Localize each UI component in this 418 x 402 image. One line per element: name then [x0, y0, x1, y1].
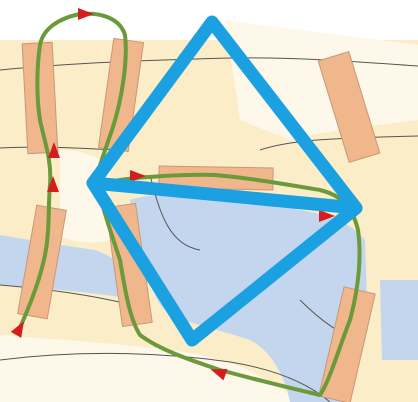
- walking-route: [16, 11, 362, 397]
- boundary-line-mid-right: [259, 135, 418, 151]
- boundary-line-bottom: [0, 352, 331, 402]
- bridge-1: [21, 41, 59, 155]
- pale-area-bottom-left: [0, 335, 300, 402]
- diamond-outline: [86, 15, 363, 347]
- bridge-6: [317, 51, 381, 163]
- direction-arrow-icon: [78, 8, 94, 20]
- direction-arrow-icon: [47, 176, 59, 192]
- direction-arrow-icon: [10, 321, 24, 338]
- direction-arrows: [10, 8, 335, 381]
- water-right-edge: [380, 280, 418, 360]
- direction-arrow-icon: [210, 369, 228, 381]
- boundary-line-top: [0, 57, 418, 71]
- bridge-7: [318, 286, 376, 402]
- diamond-crossbar: [86, 176, 363, 215]
- highlight-outline: [86, 15, 363, 347]
- direction-arrow-icon: [48, 142, 60, 158]
- direction-arrow-icon: [319, 210, 335, 222]
- direction-arrow-icon: [130, 170, 146, 182]
